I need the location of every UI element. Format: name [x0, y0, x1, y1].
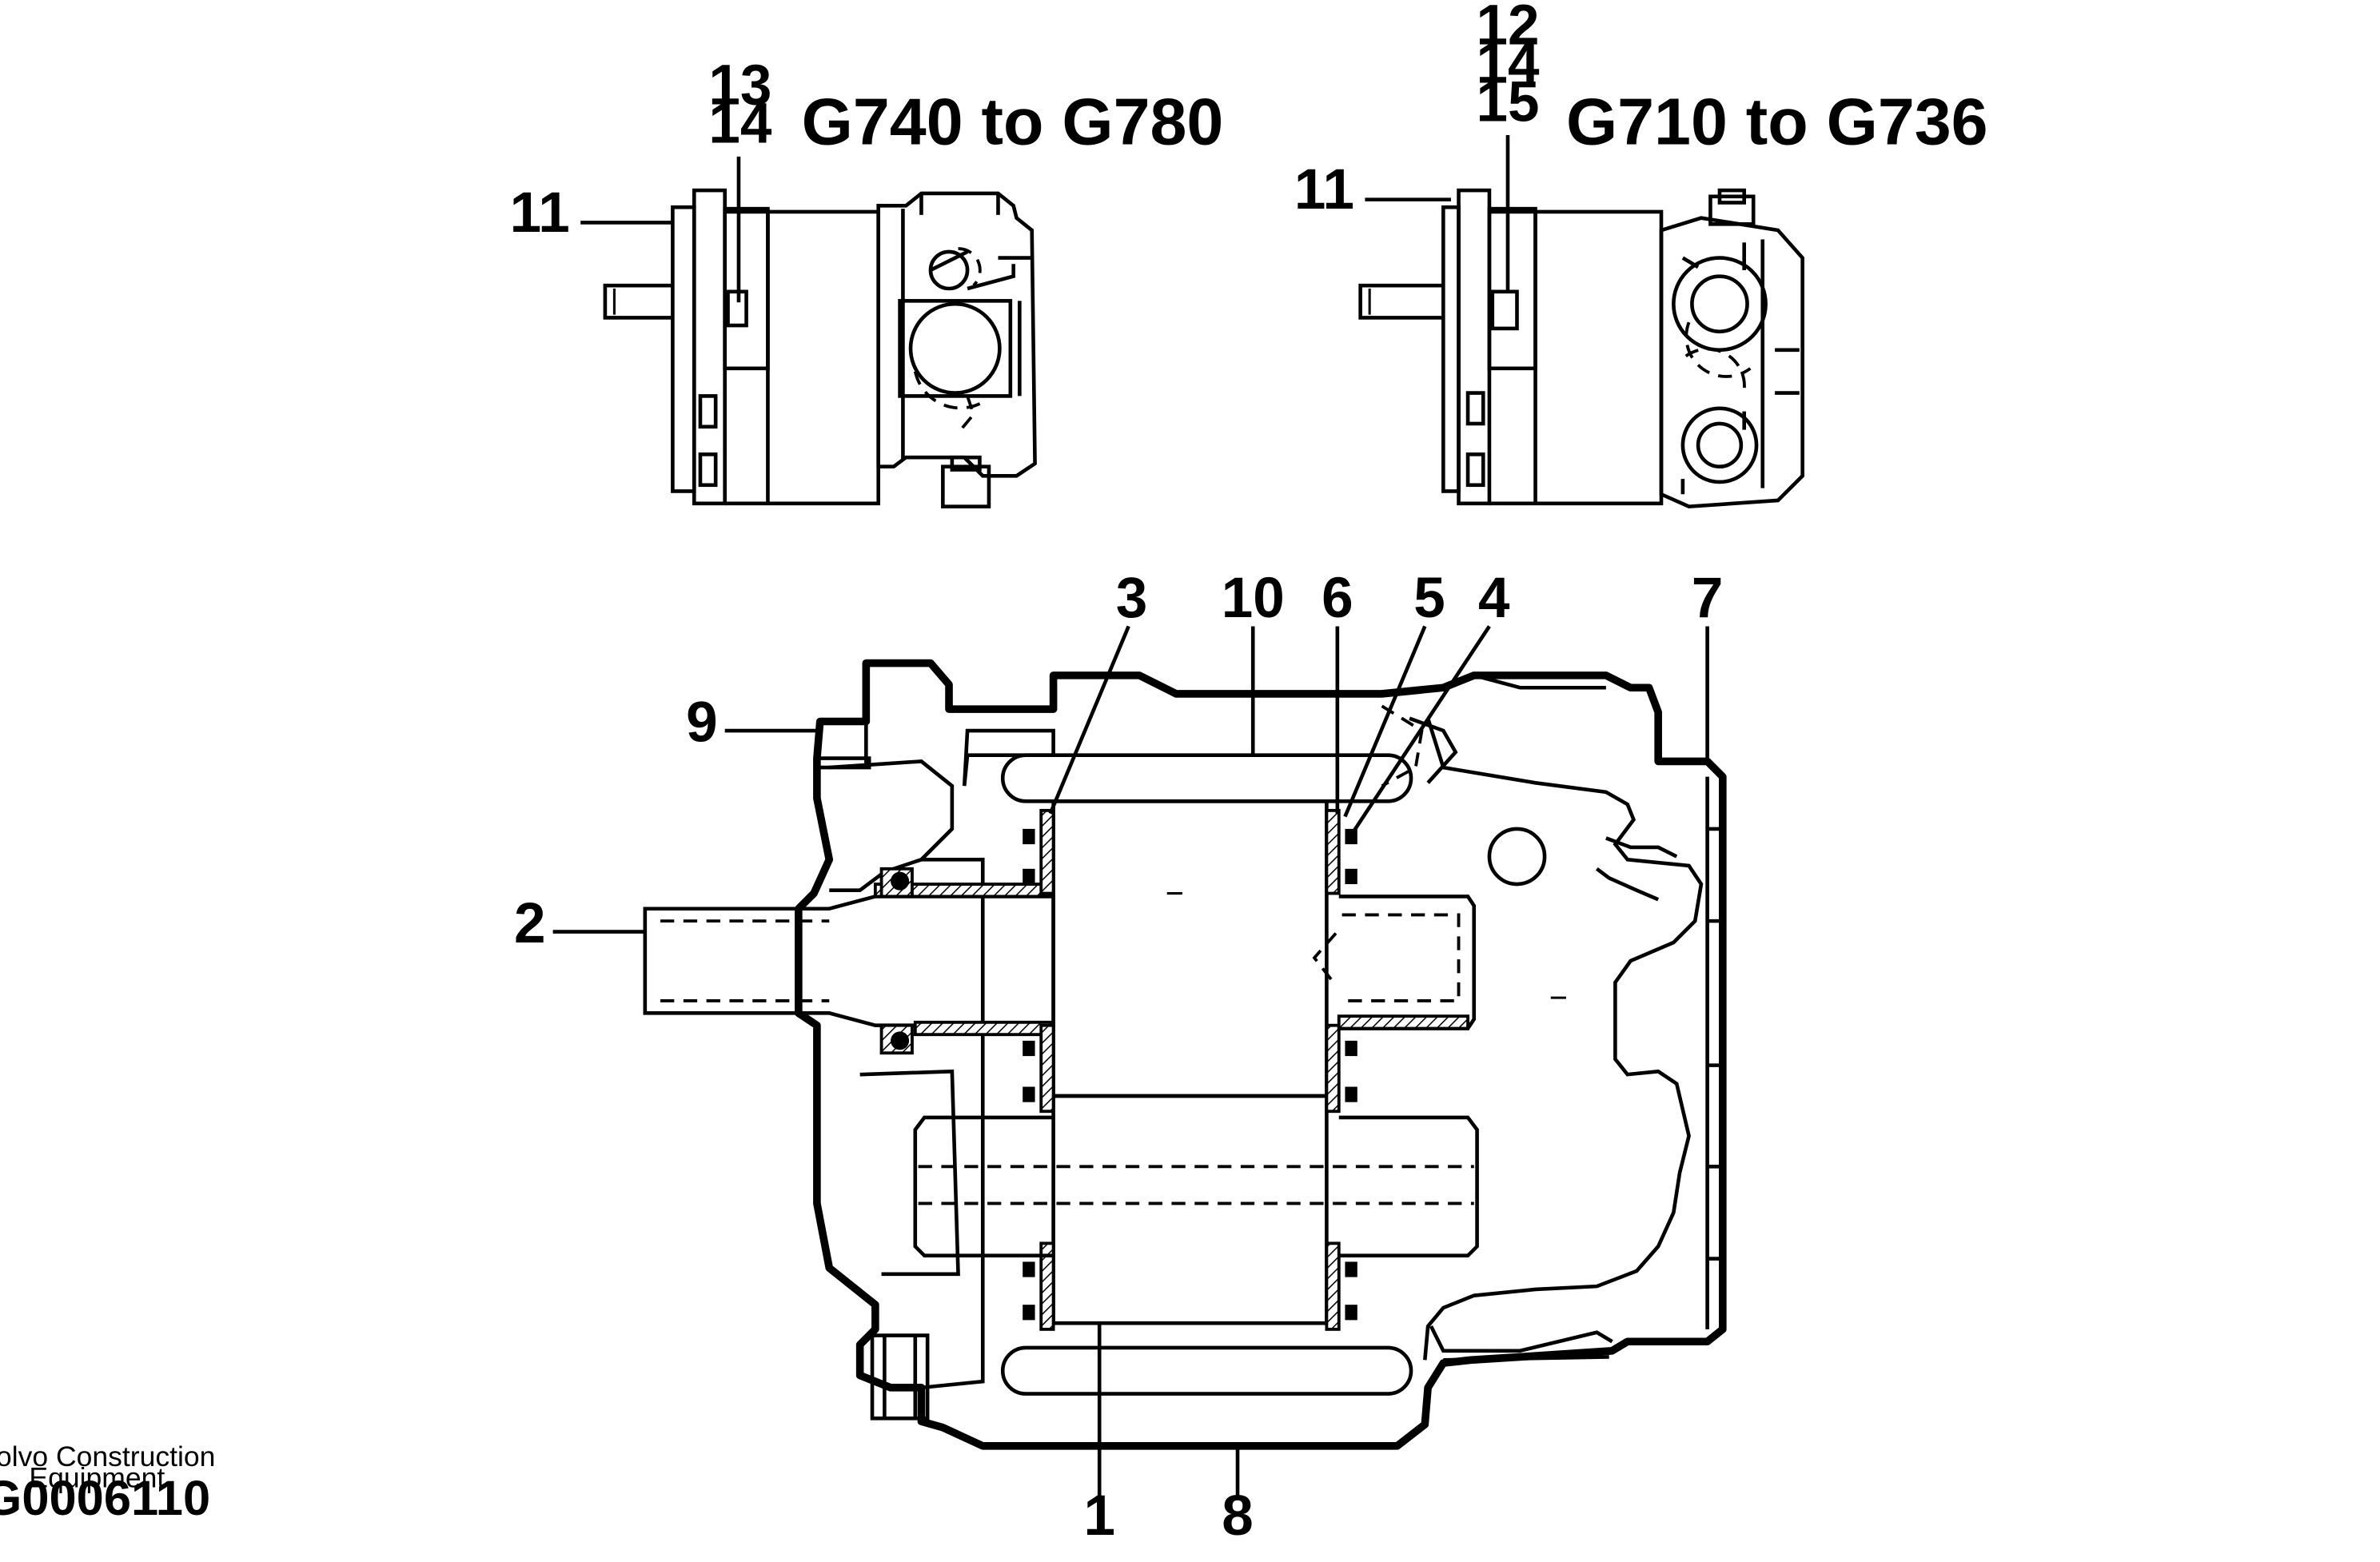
driven-gear — [1051, 1094, 1329, 1325]
driven-shaft-right — [1338, 1115, 1479, 1258]
callout-5: 5 — [1413, 567, 1445, 630]
driven-shaft-left — [913, 1115, 1054, 1258]
callout-14: 14 — [708, 93, 772, 156]
leader-4 — [1349, 625, 1491, 836]
callout-11-right: 11 — [1294, 158, 1354, 221]
brand-line-1: Volvo Construction — [0, 1440, 215, 1472]
housing-outline — [795, 659, 1727, 1450]
callout-11-left: 11 — [510, 181, 570, 245]
callout-3: 3 — [1116, 567, 1148, 630]
callout-6: 6 — [1322, 567, 1353, 630]
pump-outline-left — [603, 188, 1037, 508]
drive-gear — [1051, 799, 1329, 1098]
variant-title-right: G710 to G736 — [1566, 85, 1988, 158]
callout-15: 15 — [1476, 71, 1539, 134]
callout-10: 10 — [1222, 567, 1285, 630]
dowel-pin-bottom — [1001, 1345, 1413, 1396]
leader-5 — [1343, 625, 1427, 818]
callout-13: 13 — [708, 54, 771, 118]
brand-line-2: Equipment — [29, 1462, 165, 1494]
callout-4: 4 — [1478, 567, 1510, 630]
callout-9: 9 — [686, 691, 718, 754]
leader-3 — [1048, 625, 1130, 815]
dowel-pin-top — [1001, 753, 1413, 803]
variant-view-right: 12 14 15 G710 to G736 11 — [1294, 0, 1988, 509]
footer: Volvo Construction Equipment G0006110 — [0, 1440, 215, 1526]
variant-title-left: G740 to G780 — [802, 85, 1224, 158]
section-view: 3 10 6 5 4 7 9 2 1 8 — [514, 567, 1727, 1548]
variant-view-left: 13 14 G740 to G780 11 — [510, 54, 1224, 508]
o-rings — [1023, 828, 1357, 1321]
callout-14-right: 14 — [1476, 33, 1540, 96]
figure-code: G0006110 — [0, 1471, 210, 1526]
bottom-bolts — [870, 1333, 930, 1421]
callout-2: 2 — [514, 892, 546, 955]
callout-12: 12 — [1476, 0, 1539, 58]
pump-outline-right — [1358, 188, 1804, 509]
top-nut — [1473, 673, 1606, 690]
callout-7: 7 — [1692, 567, 1724, 630]
port-circle — [1487, 827, 1547, 887]
input-shaft — [643, 895, 1055, 1027]
bushing-plates — [1039, 808, 1341, 1331]
